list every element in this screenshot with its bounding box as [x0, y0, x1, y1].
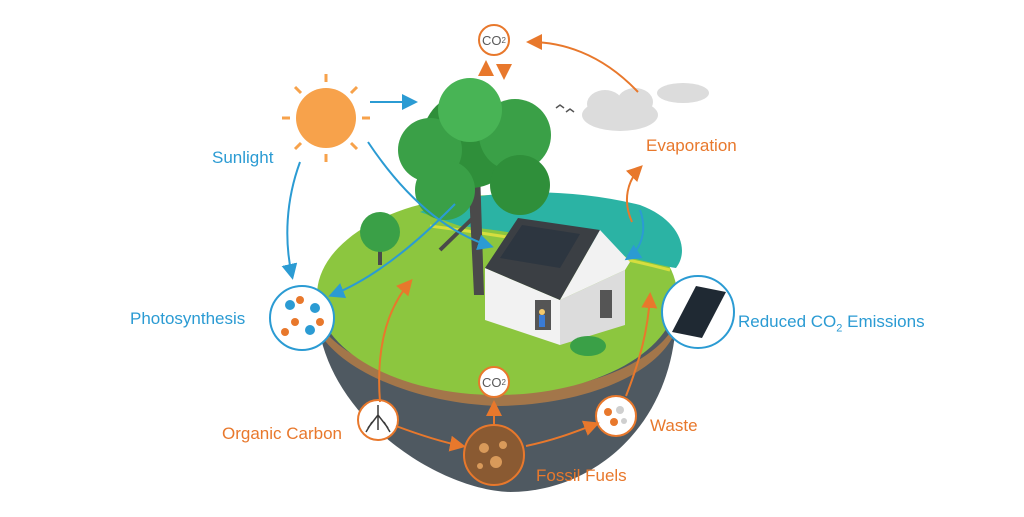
label-fossil-fuels: Fossil Fuels: [536, 466, 627, 485]
label-organic-carbon: Organic Carbon: [222, 424, 343, 443]
waste-icon: [595, 395, 637, 437]
bird-icon: [555, 104, 575, 113]
fossil-icon: [463, 424, 525, 486]
tree-icon: [398, 78, 551, 295]
label-sunlight: Sunlight: [212, 148, 274, 167]
cloud-icon: [582, 83, 709, 131]
roots-icon: [357, 399, 399, 441]
blue-flow-arrows: [281, 94, 645, 299]
solar-panel-icon: [661, 275, 735, 349]
label-photosynthesis: Photosynthesis: [130, 309, 246, 328]
label-reduced-emissions: Reduced CO2 Emissions: [738, 312, 925, 335]
sun-icon: [282, 74, 370, 162]
label-waste: Waste: [650, 416, 698, 435]
house-icon: [485, 218, 630, 345]
small-tree-icon: [360, 212, 400, 265]
molecule-icon: [269, 285, 335, 351]
orange-flow-arrows: [378, 34, 658, 452]
roof-solar-panels: [500, 225, 580, 268]
bush: [570, 336, 606, 356]
label-evaporation: Evaporation: [646, 136, 737, 155]
